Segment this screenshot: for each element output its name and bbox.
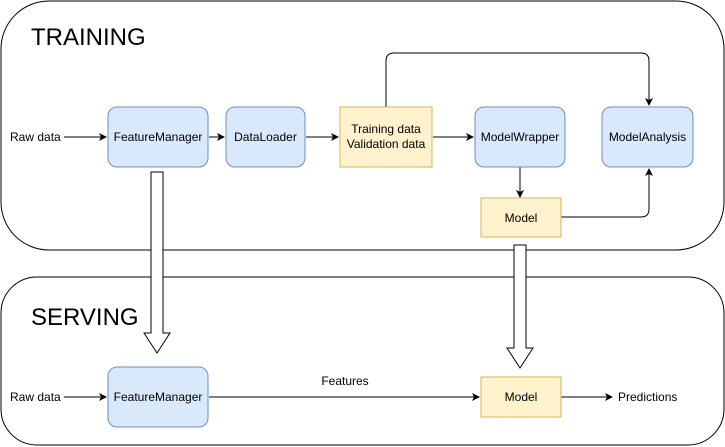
model-analysis-node: ModelAnalysis (601, 106, 694, 168)
edge-datasets-to-modelanalysis (385, 52, 653, 107)
serving-raw-data-label: Raw data (10, 390, 61, 404)
model-transfer-arrow (506, 244, 534, 369)
training-model-label: Model (505, 211, 538, 225)
data-loader-node: DataLoader (225, 106, 306, 168)
model-wrapper-label: ModelWrapper (481, 130, 559, 144)
model-wrapper-node: ModelWrapper (474, 106, 566, 168)
serving-model-label: Model (505, 390, 538, 404)
edge-model-to-modelanalysis (561, 168, 653, 218)
training-title: TRAINING (31, 24, 146, 51)
serving-feature-manager-node: FeatureManager (107, 366, 209, 428)
training-data-label: Training data (351, 122, 421, 136)
serving-feature-manager-label: FeatureManager (114, 390, 203, 404)
data-loader-label: DataLoader (234, 130, 297, 144)
features-edge-label: Features (321, 374, 368, 388)
training-feature-manager-node: FeatureManager (107, 106, 209, 168)
training-raw-data-label: Raw data (10, 130, 61, 144)
training-model-node: Model (480, 197, 562, 238)
serving-title: SERVING (31, 304, 139, 331)
datasets-node: Training data Validation data (339, 106, 433, 168)
serving-model-node: Model (480, 376, 562, 418)
model-analysis-label: ModelAnalysis (609, 130, 686, 144)
validation-data-label: Validation data (347, 137, 426, 151)
feature-manager-transfer-arrow (143, 171, 171, 354)
training-feature-manager-label: FeatureManager (114, 130, 203, 144)
predictions-label: Predictions (618, 390, 677, 404)
